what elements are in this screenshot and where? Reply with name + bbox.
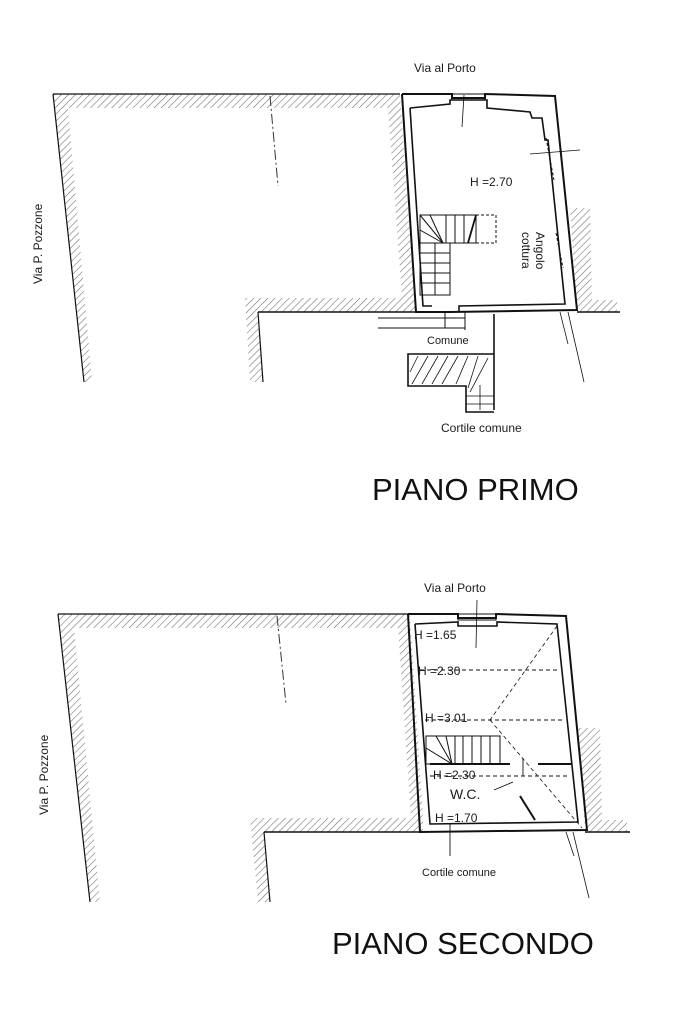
common-label: Comune [427,335,469,347]
apartment-walls-primo [401,92,581,313]
wc-label: W.C. [450,786,480,802]
apartment-walls-secondo [407,599,590,899]
plan-title: PIANO PRIMO [372,472,579,507]
kitchen-label-line2: cottura [519,232,533,269]
plan-title: PIANO SECONDO [332,926,594,961]
height-label-2: H =2.30 [418,664,461,678]
height-label-5: H =1.70 [435,811,478,825]
plan-piano-secondo: Via al Porto Via P. Pozzone H =1.65 H =2… [37,581,630,961]
courtyard-label: Cortile comune [441,421,522,435]
height-label-4: H =2.30 [433,768,476,782]
street-label-via-al-porto: Via al Porto [414,61,476,75]
height-label-3: H =3.01 [425,711,468,725]
neighbour-walls-secondo [57,613,630,903]
stair-primo [419,214,497,296]
neighbour-walls-primo [52,93,620,383]
street-label-via-pozzone: Via P. Pozzone [31,203,45,284]
plan-piano-primo: Via al Porto Via P. Pozzone H =2.70 Ango… [31,61,620,507]
height-label: H =2.70 [470,175,513,189]
common-stair-primo [378,311,585,413]
street-label-via-pozzone: Via P. Pozzone [37,734,51,815]
courtyard-label: Cortile comune [422,867,496,879]
stair-secondo [425,735,501,765]
kitchen-label-line1: Angolo [533,232,547,270]
street-label-via-al-porto: Via al Porto [424,581,486,595]
height-label-1: H =1.65 [414,628,457,642]
